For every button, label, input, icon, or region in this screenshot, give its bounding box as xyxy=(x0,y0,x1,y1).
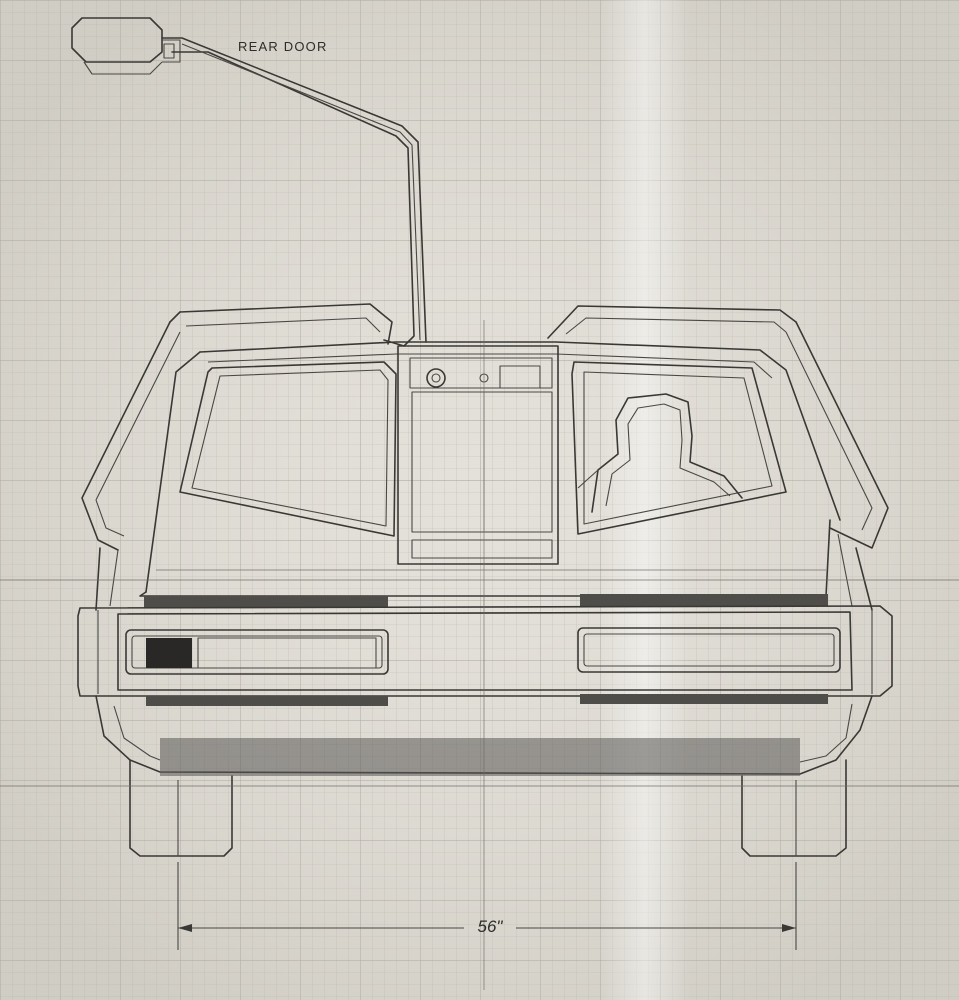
right-taillight xyxy=(577,627,841,673)
lower-right-reflector-strip xyxy=(580,694,828,704)
track-width-dimension xyxy=(177,862,797,950)
seat-headrest xyxy=(577,393,743,513)
rear-door xyxy=(71,17,181,75)
upper-left-taillight-strip xyxy=(144,596,388,608)
lower-left-reflector-strip xyxy=(146,696,388,706)
camera-lens-icon xyxy=(426,368,446,388)
left-rear-window xyxy=(179,361,397,537)
dimension-arrow-right-icon xyxy=(782,924,796,932)
rear-door-callout: REAR DOOR xyxy=(238,39,328,54)
upper-right-taillight-strip xyxy=(580,594,828,606)
under-body xyxy=(95,695,873,776)
rear-bumper xyxy=(77,605,893,697)
left-gullwing-door xyxy=(81,303,393,551)
left-rear-wheel xyxy=(129,759,233,857)
right-rear-window xyxy=(571,361,787,535)
right-gullwing-door xyxy=(547,305,889,549)
cabin-roof xyxy=(145,341,841,593)
valance-shadow xyxy=(160,738,800,776)
paper-fold-highlight xyxy=(600,0,690,1000)
dimension-arrow-left-icon xyxy=(178,924,192,932)
left-taillight xyxy=(125,629,389,675)
rear-body-panel xyxy=(95,519,873,611)
right-rear-wheel xyxy=(741,759,847,857)
dimension-label: 56" xyxy=(478,917,504,936)
left-lamp-lens xyxy=(146,638,192,668)
